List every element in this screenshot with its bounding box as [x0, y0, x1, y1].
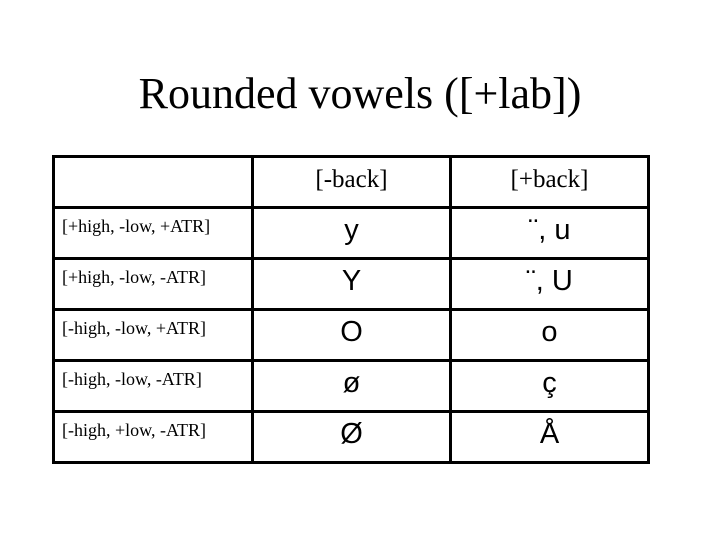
vowel-cell-minus-back: ø [251, 359, 452, 413]
column-header-minus-back: [-back] [251, 155, 452, 209]
vowel-feature-table: [-back] [+back] [+high, -low, +ATR] y ¨,… [52, 155, 650, 464]
vowel-cell-minus-back: O [251, 308, 452, 362]
feature-label-cell: [+high, -low, +ATR] [52, 206, 254, 260]
vowel-cell-plus-back: Å [449, 410, 650, 464]
table-row: [-high, -low, +ATR] O o [52, 308, 650, 362]
vowel-cell-plus-back: ¨, u [449, 206, 650, 260]
vowel-cell-plus-back: o [449, 308, 650, 362]
vowel-cell-minus-back: Y [251, 257, 452, 311]
feature-label-cell: [-high, -low, -ATR] [52, 359, 254, 413]
page-title: Rounded vowels ([+lab]) [138, 69, 582, 118]
corner-cell [52, 155, 254, 209]
table-row: [-high, +low, -ATR] Ø Å [52, 410, 650, 464]
feature-label-cell: [-high, -low, +ATR] [52, 308, 254, 362]
column-header-plus-back: [+back] [449, 155, 650, 209]
vowel-cell-plus-back: ¨, U [449, 257, 650, 311]
table-header-row: [-back] [+back] [52, 155, 650, 209]
table-row: [+high, -low, +ATR] y ¨, u [52, 206, 650, 260]
table-row: [+high, -low, -ATR] Y ¨, U [52, 257, 650, 311]
vowel-cell-plus-back: ç [449, 359, 650, 413]
vowel-cell-minus-back: Ø [251, 410, 452, 464]
feature-label-cell: [-high, +low, -ATR] [52, 410, 254, 464]
feature-label-cell: [+high, -low, -ATR] [52, 257, 254, 311]
vowel-cell-minus-back: y [251, 206, 452, 260]
table-row: [-high, -low, -ATR] ø ç [52, 359, 650, 413]
